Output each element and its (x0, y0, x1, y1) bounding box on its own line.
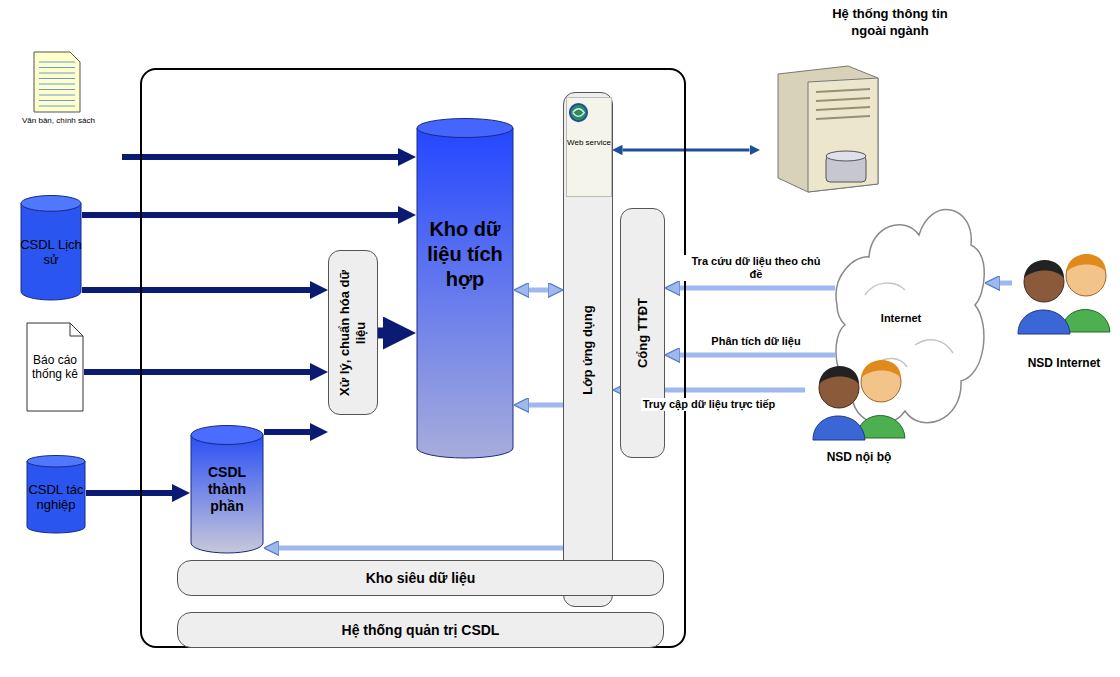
node-label: Xử lý, chuẩn hóa dữ liệu (337, 258, 368, 407)
connector-arrow (623, 149, 750, 152)
edge-label: Tra cứu dữ liệu theo chủ đề (684, 255, 828, 280)
node-label: Văn bản, chính sách (22, 116, 122, 125)
shape-outline (1012, 232, 1116, 377)
node-label: NSD nội bộ (805, 450, 913, 464)
node-label: Cổng TTĐT (635, 218, 651, 448)
connector-arrow (264, 429, 310, 435)
edge-label: Truy cập dữ liệu trực tiếp (641, 398, 778, 411)
shape-outline (805, 338, 913, 468)
connector-arrow (122, 154, 398, 160)
connector-arrow (82, 212, 398, 218)
node-label: Hệ thống quản trị CSDL (178, 622, 663, 638)
connector-arrow (680, 353, 835, 358)
node-label: CSDL thành phần (190, 464, 264, 514)
connector-arrow (529, 403, 563, 408)
connector-arrow (279, 546, 563, 551)
node-label: Hệ thống thông tin ngoài ngành (830, 6, 950, 40)
node-label: NSD Internet (1012, 356, 1116, 370)
node-label: Báo cáo thống kê (26, 353, 84, 382)
user-group: NSD nội bộ (805, 338, 913, 468)
connector-arrow (529, 288, 548, 293)
connector-arrow (84, 369, 310, 375)
internet-cloud: Internet (835, 185, 985, 440)
processing-box: Xử lý, chuẩn hóa dữ liệu (328, 250, 378, 415)
database-cylinder: CSDL Lịch sử (20, 195, 82, 300)
edge-label: Phân tích dữ liệu (709, 335, 802, 348)
node-label: CSDL Lịch sử (20, 238, 82, 268)
database-cylinder: CSDL thành phần (190, 425, 264, 553)
document-icon: Văn bản, chính sách (22, 50, 122, 182)
connector-arrow (82, 287, 310, 293)
connector-arrow (378, 328, 383, 339)
external-server: Hệ thống thông tin ngoài ngành (760, 6, 950, 194)
connector-arrow (1000, 281, 1012, 286)
warehouse-cylinder: Kho dữ liệu tích hợp (416, 118, 514, 458)
application-layer: Lớp ứng dụngWeb service (563, 92, 613, 607)
portal-box: Cổng TTĐT (620, 208, 665, 458)
node-label: Kho dữ liệu tích hợp (416, 217, 514, 292)
web-service-box: Web service (566, 97, 612, 197)
node-label: Web service (567, 138, 611, 148)
node-label: Kho siêu dữ liệu (178, 570, 663, 586)
node-label: Internet (817, 312, 985, 324)
dbms-bar: Hệ thống quản trị CSDL (177, 612, 664, 648)
connector-arrow (680, 286, 835, 291)
connector-arrow (86, 490, 172, 496)
database-cylinder: CSDL tác nghiệp (26, 455, 86, 533)
node-label: CSDL tác nghiệp (26, 483, 86, 513)
metadata-bar: Kho siêu dữ liệu (177, 560, 664, 596)
report-document: Báo cáo thống kê (26, 322, 84, 412)
user-group: NSD Internet (1012, 232, 1116, 377)
